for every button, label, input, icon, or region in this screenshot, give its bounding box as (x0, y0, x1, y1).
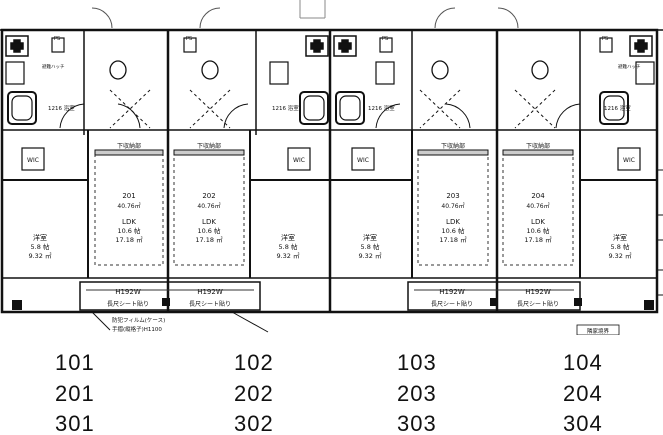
corner-note: 隣家境界 (587, 327, 610, 335)
bath-label-2: 1216 浴室 (272, 104, 299, 112)
closet-label-203: H192W (439, 288, 465, 296)
unit-id-201: 201 (122, 192, 135, 200)
fire-exit-label-1: 避難ハッチ (42, 63, 65, 70)
floor-plan-drawing (0, 0, 663, 333)
wic-label-2: WIC (293, 157, 305, 164)
unit-number-204: 204 (563, 381, 603, 406)
balcony-left (79, 281, 261, 311)
ldk-label-204: LDK (531, 218, 545, 226)
floor-note-204: 長尺シート貼り (517, 300, 559, 308)
floor-note-201: 長尺シート貼り (107, 300, 149, 308)
unit-area-202: 40.76㎡ (197, 202, 220, 210)
fire-hatch-marks (5, 35, 653, 57)
ldk-m2-202: 17.18 ㎡ (195, 235, 223, 244)
unit-id-204: 204 (531, 192, 545, 200)
wic-label-3: WIC (357, 157, 369, 164)
western-room-name-2: 洋室 (281, 233, 295, 242)
bath-label-1: 1216 浴室 (48, 104, 75, 112)
unit-number-302: 302 (234, 411, 274, 435)
unit-number-102: 102 (234, 350, 274, 375)
unit-number-104: 104 (563, 350, 603, 375)
unit-number-203: 203 (397, 381, 437, 406)
unit-area-203: 40.76㎡ (441, 202, 464, 210)
bottom-note-1: 防犯フィルム(ケース) (112, 316, 165, 324)
ldk-zone-201 (94, 154, 164, 266)
unit-number-301: 301 (55, 411, 95, 435)
western-room-name-4: 洋室 (613, 233, 627, 242)
western-room-jo-4: 5.8 帖 (611, 242, 630, 251)
toilets (109, 60, 549, 80)
western-room-m2-2: 9.32 ㎡ (276, 251, 300, 260)
ldk-label-203: LDK (446, 218, 460, 226)
ps-label-2: PS (186, 36, 192, 42)
western-room-jo-1: 5.8 帖 (31, 242, 50, 251)
unit-id-202: 202 (202, 192, 215, 200)
storage-label-201: 下収納部 (117, 142, 141, 150)
western-room-name-3: 洋室 (363, 233, 377, 242)
unit-number-303: 303 (397, 411, 437, 435)
wic-label-1: WIC (27, 157, 39, 164)
storage-label-203: 下収納部 (441, 142, 465, 150)
bath-units (7, 91, 629, 125)
unit-number-202: 202 (234, 381, 274, 406)
storage-label-204: 下収納部 (526, 142, 550, 150)
western-room-jo-3: 5.8 帖 (361, 242, 380, 251)
unit-number-103: 103 (397, 350, 437, 375)
wic-label-4: WIC (623, 157, 635, 164)
unit-number-101: 101 (55, 350, 95, 375)
western-room-m2-1: 9.32 ㎡ (28, 251, 52, 260)
unit-number-304: 304 (563, 411, 603, 435)
ldk-jo-201: 10.6 帖 (117, 226, 141, 235)
western-room-m2-3: 9.32 ㎡ (358, 251, 382, 260)
floor-note-203: 長尺シート貼り (431, 300, 473, 308)
closet-label-201: H192W (115, 288, 141, 296)
ps-label-3: PS (382, 36, 388, 42)
ldk-jo-203: 10.6 帖 (441, 226, 465, 235)
closet-label-202: H192W (197, 288, 223, 296)
ldk-m2-203: 17.18 ㎡ (439, 235, 467, 244)
western-room-jo-2: 5.8 帖 (279, 242, 298, 251)
ps-label-1: PS (54, 36, 60, 42)
storage-label-202: 下収納部 (197, 142, 221, 150)
bath-label-4: 1216 浴室 (604, 104, 631, 112)
ps-label-4: PS (602, 36, 608, 42)
western-room-m2-4: 9.32 ㎡ (608, 251, 632, 260)
ldk-jo-204: 10.6 帖 (526, 226, 550, 235)
unit-area-204: 40.76㎡ (526, 202, 549, 210)
unit-id-203: 203 (446, 192, 459, 200)
bottom-note-2: 手摺(縦格子)H1100 (112, 325, 162, 333)
floor-plan-labels: 下収納部 201 40.76㎡ LDK 10.6 帖 17.18 ㎡ H192W… (27, 36, 641, 335)
balcony-right (407, 281, 581, 311)
unit-area-201: 40.76㎡ (117, 202, 140, 210)
ldk-m2-204: 17.18 ㎡ (524, 235, 552, 244)
fire-exit-label-2: 避難ハッチ (618, 63, 641, 70)
bath-label-3: 1216 浴室 (368, 104, 395, 112)
ldk-jo-202: 10.6 帖 (197, 226, 221, 235)
ldk-label-201: LDK (122, 218, 136, 226)
ldk-label-202: LDK (202, 218, 216, 226)
ldk-m2-201: 17.18 ㎡ (115, 235, 143, 244)
closet-label-204: H192W (525, 288, 551, 296)
western-room-name-1: 洋室 (33, 233, 47, 242)
floor-note-202: 長尺シート貼り (189, 300, 231, 308)
unit-number-201: 201 (55, 381, 95, 406)
